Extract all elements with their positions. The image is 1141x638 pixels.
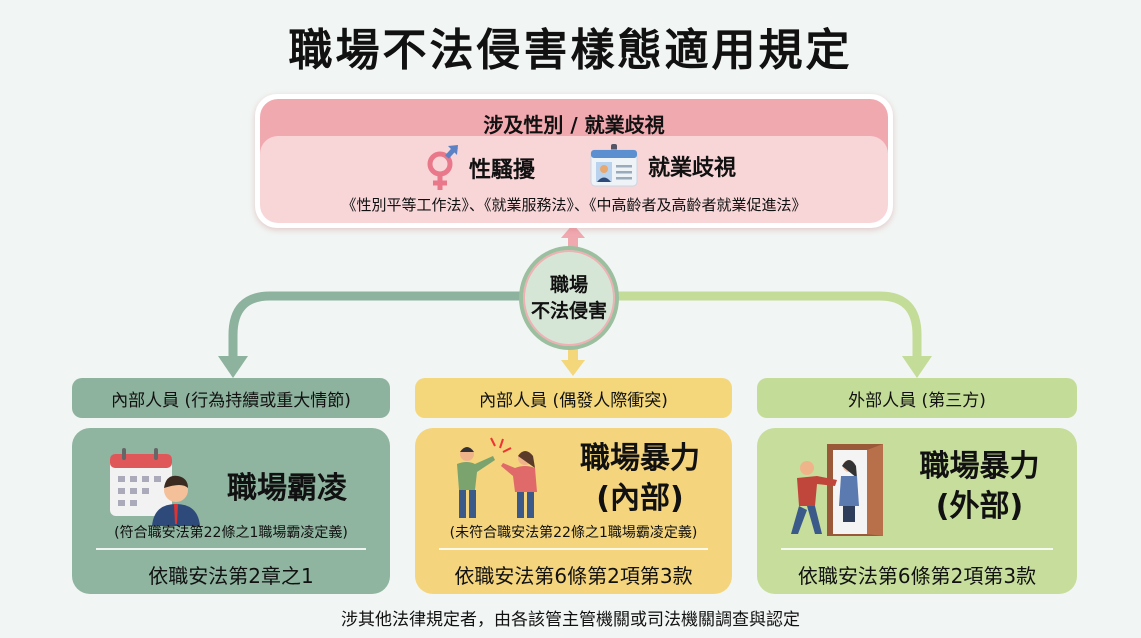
item-label: 性騷擾 (469, 158, 536, 183)
gender-discrimination-body: 性騷擾 就業歧視 《性別平等工作法》、《就業服務法》、《中高齡者及高齡者就業促進… (260, 136, 888, 223)
card-law: 依職安法第6條第2項第3款 (797, 564, 1037, 588)
card-subtitle: (內部) (596, 481, 684, 516)
card-title: 職場暴力 (919, 449, 1040, 484)
center-node: 職場 不法侵害 (519, 246, 619, 350)
arrow-right (612, 291, 922, 360)
card-law: 依職安法第6條第2項第3款 (454, 564, 693, 588)
card-title: 職場霸凌 (227, 471, 347, 506)
branch-header-external: 外部人員 (第三方) (757, 378, 1077, 418)
calendar-person-icon (110, 448, 200, 526)
card-workplace-bullying: 職場霸凌 (符合職安法第22條之1職場霸凌定義) 依職安法第2章之1 (72, 428, 390, 594)
gender-symbol-icon (427, 145, 458, 190)
card-note: (未符合職安法第22條之1職場霸凌定義) (449, 525, 698, 541)
card-note: (符合職安法第22條之1職場霸凌定義) (114, 525, 348, 541)
applicable-laws: 《性別平等工作法》、《就業服務法》、《中高齡者及高齡者就業促進法》 (341, 196, 807, 214)
arrow-up (568, 234, 578, 248)
arrow-down-head (561, 360, 585, 376)
gender-discrimination-box: 涉及性別 / 就業歧視 性騷擾 (255, 94, 893, 228)
card-internal-violence: 職場暴力 (內部) (未符合職安法第22條之1職場霸凌定義) 依職安法第6條第2… (415, 428, 732, 594)
card-title: 職場暴力 (580, 441, 700, 476)
divider (439, 548, 708, 550)
id-badge-icon (590, 144, 638, 187)
branch-header-internal-occasional: 內部人員 (偶發人際衝突) (415, 378, 732, 418)
item-sexual-harassment: 性騷擾 (425, 144, 535, 192)
center-line1: 職場 (549, 274, 588, 296)
footer-note: 涉其他法律規定者，由各該管主管機關或司法機關調查與認定 (341, 610, 800, 630)
divider (96, 548, 366, 550)
arrow-left (228, 291, 530, 360)
header-text: 涉及性別 / 就業歧視 (483, 113, 665, 137)
branch-header-internal-persistent: 內部人員 (行為持續或重大情節) (72, 378, 390, 418)
card-external-violence: 職場暴力 (外部) 依職安法第6條第2項第3款 (757, 428, 1077, 594)
conflict-people-icon (457, 437, 537, 518)
arrow-right-head (902, 356, 932, 378)
arrow-down (568, 348, 578, 362)
page-title: 職場不法侵害樣態適用規定 (288, 25, 853, 76)
item-employment-discrimination: 就業歧視 (590, 144, 736, 188)
card-subtitle: (外部) (935, 489, 1024, 524)
item-label: 就業歧視 (648, 156, 737, 181)
center-line2: 不法侵害 (530, 300, 607, 322)
card-law: 依職安法第2章之1 (148, 564, 314, 588)
divider (781, 548, 1053, 550)
door-intruder-icon (791, 444, 883, 536)
arrow-left-head (218, 356, 248, 378)
arrow-up-head (561, 224, 585, 238)
